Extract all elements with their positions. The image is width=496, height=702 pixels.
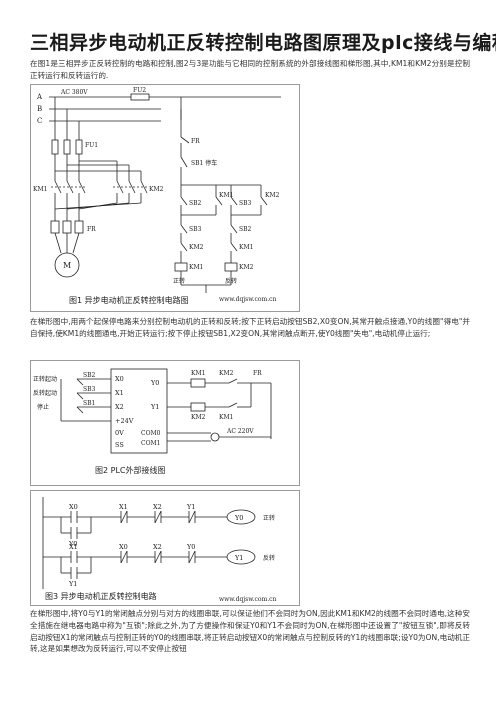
label-y1-coil: Y1 xyxy=(234,554,243,562)
label-km1b: KM1 xyxy=(219,414,233,421)
label-sb1: SB1 xyxy=(83,400,95,407)
para-3: 在梯形图中,将Y0与Y1的常闭触点分别与对方的线圈串联,可以保证他们不会同时为O… xyxy=(30,609,470,654)
label-x0: X0 xyxy=(69,503,78,511)
label-B: B xyxy=(37,105,42,113)
label-km1-interlock: KM1 xyxy=(239,244,253,251)
label-fr-contact: FR xyxy=(191,138,200,145)
figure-2-diagram: 正转起动 反转起动 停止 SB2 SB3 SB1 X0 X1 X2 +24V 0… xyxy=(33,368,272,475)
label-A: A xyxy=(36,93,43,101)
label-sb2b: SB2 xyxy=(239,226,252,233)
label-x2b: X2 xyxy=(153,543,162,551)
figure-3: X0 X1 X2 Y1 Y0 Y0 X1 X0 X2 Y0 Y1 Y1 正转 反… xyxy=(30,490,300,606)
label-km1: KM1 xyxy=(33,186,47,193)
label-km2: KM2 xyxy=(149,186,164,193)
watermark-3: www.dqjsw.com.cn xyxy=(219,596,276,603)
label-km1-aux: KM1 xyxy=(219,192,233,199)
label-y1-seal: Y1 xyxy=(68,580,77,588)
label-y1: Y1 xyxy=(150,403,159,411)
label-km2-aux: KM2 xyxy=(265,192,280,199)
label-sb3: SB3 xyxy=(239,200,252,207)
label-x1: X1 xyxy=(115,389,124,397)
label-zheng: 正转 xyxy=(263,514,275,522)
figure-1-diagram: A B C AC 380V FU2 FU1 KM1 KM2 FR M FR SB… xyxy=(33,87,281,305)
watermark: www.dqjsw.com.cn xyxy=(219,296,276,303)
figure-1: A B C AC 380V FU2 FU1 KM1 KM2 FR M FR SB… xyxy=(30,84,300,312)
label-x2: X2 xyxy=(153,503,162,511)
label-x1: X1 xyxy=(119,503,128,511)
label-km2-coil: KM2 xyxy=(239,264,254,271)
label-C: C xyxy=(37,117,42,125)
label-x2: X2 xyxy=(115,403,124,411)
para-2: 在梯形图中,用两个起保停电路来分别控制电动机的正转和反转;按下正转启动按钮SB2… xyxy=(30,317,470,338)
figure-2-caption: 图2 PLC外部接线图 xyxy=(95,465,166,475)
label-com1: COM1 xyxy=(141,440,160,447)
label-com0: COM0 xyxy=(141,430,161,437)
page-title: 三相异步电动机正反转控制电路图原理及plc接线与编程 xyxy=(30,32,496,54)
label-ss: SS xyxy=(115,441,124,449)
label-0v: 0V xyxy=(115,429,124,437)
label-sb2: SB2 xyxy=(189,200,202,207)
figure-2: 正转起动 反转起动 停止 SB2 SB3 SB1 X0 X1 X2 +24V 0… xyxy=(30,360,300,486)
label-y1: Y1 xyxy=(186,503,195,511)
label-zz: 正转起动 xyxy=(33,375,57,383)
label-fz: 反转起动 xyxy=(33,389,57,397)
label-y0-coil: Y0 xyxy=(234,514,243,522)
label-fr: FR xyxy=(87,226,96,233)
figure-3-diagram: X0 X1 X2 Y1 Y0 Y0 X1 X0 X2 Y0 Y1 Y1 正转 反… xyxy=(42,497,276,603)
figure-1-caption: 图1 异步电动机正反转控制电路图 xyxy=(69,295,189,305)
label-fanzhuan: 反转 xyxy=(225,277,237,285)
label-x0: X0 xyxy=(115,375,124,383)
figure-3-caption: 图3 异步电动机正反转控制电路 xyxy=(45,591,157,601)
label-km1-coil: KM1 xyxy=(189,264,203,271)
label-sb3b: SB3 xyxy=(189,226,202,233)
label-km2a: KM2 xyxy=(219,370,234,377)
label-sb1: SB1 停车 xyxy=(191,159,217,167)
label-fu1: FU1 xyxy=(85,142,98,149)
intro-paragraph: 在图1是三相异步正反转控制的电路和控制,图2与3是功能与它相同的控制系统的外部接… xyxy=(30,59,470,80)
label-ac220: AC 220V xyxy=(226,428,254,435)
label-x1b: X1 xyxy=(69,543,78,551)
label-y0: Y0 xyxy=(150,379,159,387)
label-fr: FR xyxy=(253,370,262,377)
label-zhengzhuan: 正转 xyxy=(173,277,185,285)
label-sb3: SB3 xyxy=(83,386,96,393)
label-km1a: KM1 xyxy=(191,370,205,377)
label-sb2: SB2 xyxy=(83,372,96,379)
label-tz: 停止 xyxy=(37,403,49,411)
label-x0b: X0 xyxy=(119,543,128,551)
label-motor: M xyxy=(63,261,71,270)
label-24v: +24V xyxy=(115,417,134,425)
label-ac380: AC 380V xyxy=(60,89,88,96)
label-y0-seal: Y0 xyxy=(68,540,77,548)
label-fu2: FU2 xyxy=(133,87,146,94)
label-fan: 反转 xyxy=(263,554,275,562)
label-km2-interlock: KM2 xyxy=(189,244,204,251)
label-y0c: Y0 xyxy=(186,543,195,551)
label-km2b: KM2 xyxy=(191,414,206,421)
